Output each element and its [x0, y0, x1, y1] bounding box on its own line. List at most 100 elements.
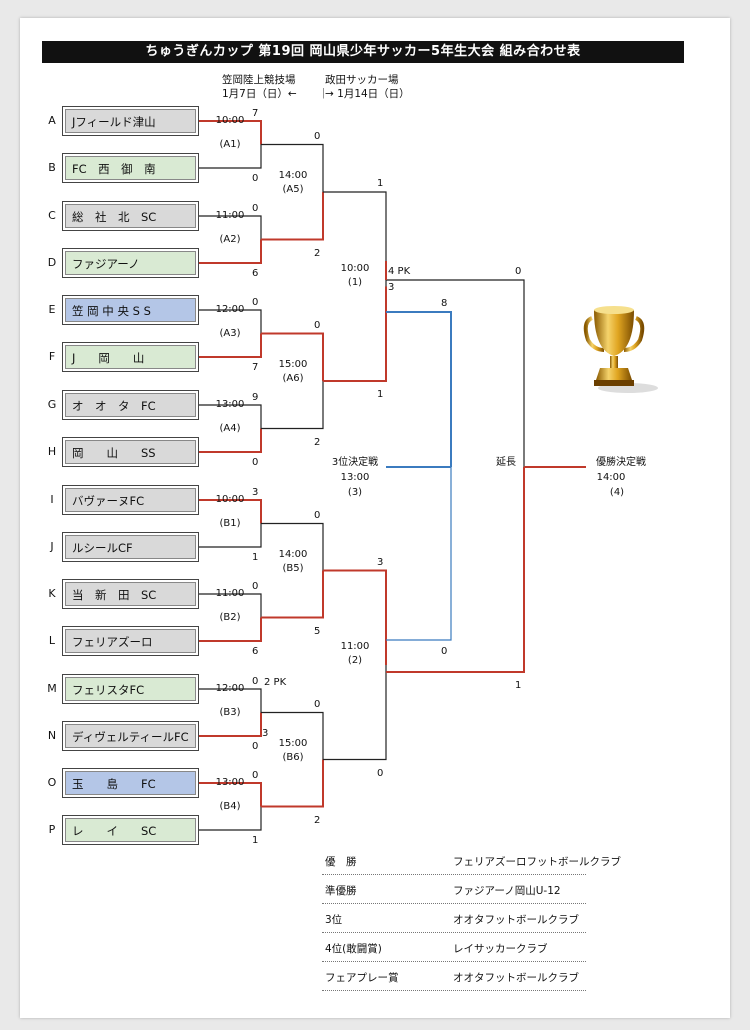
team-name: バヴァーヌFC: [65, 488, 196, 512]
r2-score-bottom: 2: [314, 436, 321, 448]
r2-score-top: 0: [314, 319, 321, 331]
r1-time: 12:00: [215, 682, 245, 694]
team-name: FC 西 御 南: [65, 156, 196, 180]
r2-line-bottom-0: [261, 192, 324, 241]
semi-line-bottom-0: [323, 286, 387, 382]
r2-score-bottom: 2: [314, 814, 321, 826]
result-rank: 準優勝: [325, 885, 357, 897]
final-line-bottom: [386, 467, 525, 673]
result-team: ファジアーノ岡山U-12: [453, 885, 561, 897]
final-line-top: [386, 279, 525, 467]
r2-line-bottom-1: [261, 381, 324, 430]
semi-id: (1): [347, 276, 363, 288]
semi-time: 11:00: [340, 641, 370, 652]
team-box-m: フェリスタFC: [62, 674, 199, 704]
r1-line-top-0: [199, 120, 262, 145]
bracket-sheet: [20, 18, 730, 1018]
r1-time: 13:00: [215, 776, 245, 788]
semi-time: 10:00: [340, 262, 370, 274]
team-box-l: フェリアズーロ: [62, 626, 199, 656]
team-box-p: レ イ SC: [62, 815, 199, 845]
r1-line-bottom-1: [199, 239, 262, 264]
r2-id: (A5): [282, 184, 304, 195]
team-name: ルシールCF: [65, 535, 196, 559]
semi-pk: 4 PK: [388, 266, 411, 277]
result-team: フェリアズーロフットボールクラブ: [453, 856, 621, 868]
final-score-top: 0: [515, 266, 522, 277]
r1-score-top: 0: [252, 203, 259, 214]
r1-score-top: 0: [252, 297, 259, 308]
r2-id: (B6): [282, 751, 304, 763]
r1-line-bottom-7: [199, 806, 262, 831]
r1-time: 10:00: [215, 493, 245, 505]
team-box-e: 笠 岡 中 央 S S: [62, 295, 199, 325]
venue-separator: ｜: [318, 88, 329, 100]
r1-score-top: 0: [252, 581, 259, 592]
team-box-f: J 岡 山: [62, 342, 199, 372]
result-row: フェアプレー賞オオタフットボールクラブ: [322, 962, 586, 991]
right-date: → 1月14日（日）: [325, 88, 410, 100]
r2-score-top: 0: [314, 509, 321, 521]
r1-pk-top: 2 PK: [264, 677, 287, 688]
r1-pk-bottom: 3: [262, 728, 269, 739]
team-letter-m: M: [47, 682, 57, 695]
r1-time: 13:00: [215, 398, 245, 410]
r1-line-bottom-5: [199, 617, 262, 642]
team-name: Jフィールド津山: [65, 109, 196, 133]
team-name: フェリスタFC: [65, 677, 196, 701]
team-box-k: 当 新 田 SC: [62, 579, 199, 609]
r1-score-top: 3: [252, 487, 259, 498]
team-box-c: 総 社 北 SC: [62, 201, 199, 231]
team-box-d: ファジアーノ: [62, 248, 199, 278]
r2-line-top-1: [261, 332, 324, 381]
semi-line-top-1: [323, 569, 387, 665]
r1-time: 10:00: [215, 114, 245, 126]
r1-line-top-4: [199, 499, 262, 524]
r2-line-bottom-2: [261, 570, 324, 619]
team-letter-h: H: [47, 445, 57, 458]
team-letter-l: L: [48, 634, 56, 647]
result-rank: 4位(敢闘賞): [325, 943, 382, 955]
result-row: 3位 オオタフットボールクラブ: [322, 904, 586, 933]
r2-id: (B5): [282, 562, 304, 574]
final-id: (4): [609, 487, 625, 498]
team-name: オ オ タ FC: [65, 393, 196, 417]
team-box-o: 玉 島 FC: [62, 768, 199, 798]
r1-score-bottom: 0: [252, 741, 259, 752]
team-box-n: ディヴェルティールFC: [62, 721, 199, 751]
team-name: ファジアーノ: [65, 251, 196, 275]
team-box-j: ルシールCF: [62, 532, 199, 562]
r1-line-bottom-4: [199, 523, 262, 548]
third-line-bottom: [386, 467, 452, 641]
r2-line-top-3: [261, 711, 324, 760]
r1-score-bottom: 7: [252, 362, 259, 373]
r1-line-bottom-6: [199, 712, 262, 737]
r1-score-top: 0: [252, 770, 259, 781]
team-name: ディヴェルティールFC: [65, 724, 196, 748]
third-score-bottom: 0: [441, 646, 448, 657]
team-letter-c: C: [48, 209, 56, 222]
r2-line-top-2: [261, 522, 324, 571]
r2-score-bottom: 2: [314, 247, 321, 259]
result-team: オオタフットボールクラブ: [453, 914, 579, 926]
r1-score-bottom: 1: [252, 835, 259, 846]
r2-id: (A6): [282, 373, 304, 384]
r1-line-bottom-0: [199, 144, 262, 169]
result-row: 4位(敢闘賞)レイサッカークラブ: [322, 933, 586, 962]
r1-score-top: 7: [252, 108, 259, 119]
semi-id: (2): [347, 655, 363, 666]
r1-line-top-2: [199, 309, 262, 334]
team-box-b: FC 西 御 南: [62, 153, 199, 183]
r1-score-top: 9: [252, 392, 259, 403]
r1-line-top-7: [199, 782, 262, 807]
r1-id: (A2): [219, 233, 241, 245]
r1-id: (B1): [219, 517, 241, 529]
r1-score-bottom: 6: [252, 646, 259, 657]
result-rank: 3位: [325, 914, 343, 926]
team-letter-p: P: [48, 823, 56, 836]
semi-line-bottom-1: [323, 665, 387, 761]
third-score-top: 8: [441, 298, 448, 309]
third-place-time: 13:00: [340, 472, 370, 483]
final-label: 優勝決定戦: [596, 457, 646, 468]
